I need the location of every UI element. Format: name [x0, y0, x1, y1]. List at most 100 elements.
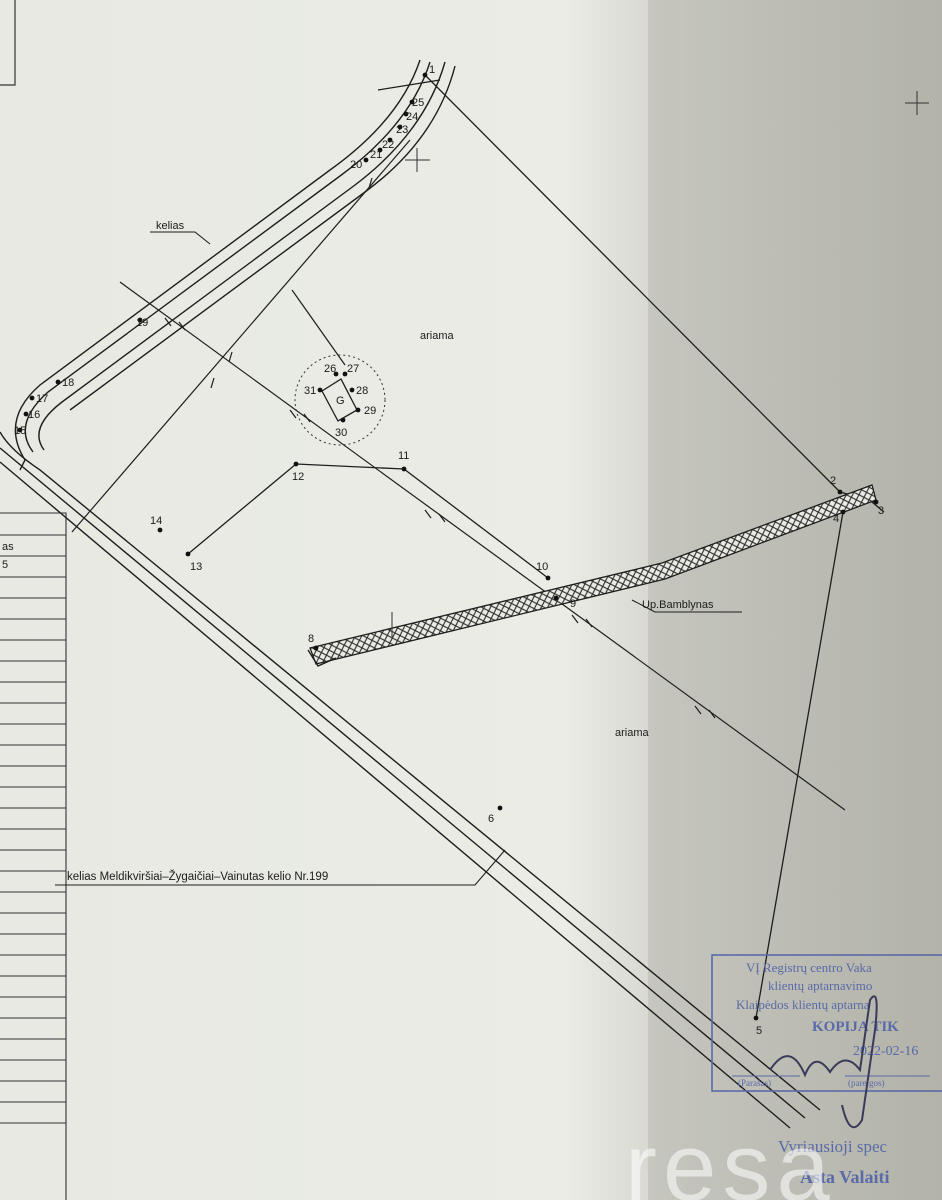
- survey-point-label: 5: [756, 1025, 762, 1037]
- survey-point-marker: [185, 551, 191, 557]
- survey-point-label: 4: [833, 513, 839, 525]
- survey-point-label: 14: [150, 515, 162, 527]
- utility-line: [119, 281, 846, 811]
- inner-boundary: [187, 463, 549, 579]
- survey-point-marker: [363, 157, 369, 163]
- stamp-line-1: VĮ Registrų centro Vaka: [746, 960, 872, 975]
- survey-point-label: 27: [347, 363, 359, 375]
- survey-point-marker: [55, 379, 61, 385]
- label-road-top: kelias: [156, 220, 185, 232]
- survey-point-label: 17: [36, 393, 48, 405]
- survey-point-marker: [409, 99, 415, 105]
- survey-point-label: 31: [304, 385, 316, 397]
- survey-point-marker: [29, 395, 35, 401]
- stamp-caption-right: (pareigos): [848, 1078, 884, 1088]
- survey-point-label: 20: [350, 159, 362, 171]
- building-label: G: [336, 395, 345, 407]
- survey-point-marker: [349, 387, 355, 393]
- survey-point-marker: [397, 124, 403, 130]
- survey-point-label: 1: [429, 64, 435, 76]
- survey-point-label: 28: [356, 385, 368, 397]
- survey-point-marker: [837, 489, 843, 495]
- label-stream: Up.Bamblynas: [642, 599, 714, 611]
- legend-fragment-2: 5: [2, 559, 8, 571]
- survey-point-marker: [342, 371, 348, 377]
- survey-point-label: 15: [14, 425, 26, 437]
- survey-point-marker: [753, 1015, 759, 1021]
- label-field-top: ariama: [420, 330, 455, 342]
- survey-point-label: 29: [364, 405, 376, 417]
- survey-point-marker: [23, 411, 29, 417]
- survey-point-marker: [403, 111, 409, 117]
- frame-line: [0, 0, 16, 86]
- survey-point-marker: [157, 527, 163, 533]
- footer-line-2: Asta Valaiti: [800, 1167, 890, 1187]
- main-road: [0, 431, 821, 1129]
- label-field-bottom: ariama: [615, 727, 650, 739]
- stamp-caption-left: (Parašas): [738, 1078, 771, 1088]
- handwritten-signature: [769, 995, 878, 1129]
- survey-point-label: 2: [830, 475, 836, 487]
- stream-label-leader: [631, 599, 742, 613]
- survey-point-marker: [387, 137, 393, 143]
- survey-point-marker: [545, 575, 551, 581]
- survey-points: 1234568910111213141516171819202122232425…: [14, 64, 884, 1037]
- survey-point-marker: [137, 317, 143, 323]
- upper-road-label-leader: [150, 231, 211, 245]
- upper-road: [14, 59, 456, 471]
- survey-point-marker: [401, 466, 407, 472]
- survey-point-marker: [553, 595, 559, 601]
- footer-line-1: Vyriausioji spec: [778, 1137, 888, 1156]
- survey-point-marker: [17, 427, 23, 433]
- survey-point-marker: [497, 805, 503, 811]
- label-main-road: kelias Meldikviršiai–Žygaičiai–Vainutas …: [67, 870, 328, 883]
- survey-point-marker: [873, 499, 879, 505]
- survey-point-label: 10: [536, 561, 548, 573]
- page-fold-shadow: [648, 0, 942, 1200]
- building-buffer: [294, 354, 386, 446]
- survey-point-marker: [355, 407, 361, 413]
- survey-point-marker: [377, 147, 383, 153]
- survey-point-label: 30: [335, 427, 347, 439]
- survey-point-label: 6: [488, 813, 494, 825]
- registry-stamp: VĮ Registrų centro Vaka klientų aptarnav…: [711, 954, 942, 1092]
- survey-point-marker: [317, 387, 323, 393]
- survey-point-label: 12: [292, 471, 304, 483]
- survey-point-label: 9: [570, 598, 576, 610]
- survey-point-label: 18: [62, 377, 74, 389]
- parcel-boundary: [424, 74, 885, 1019]
- survey-point-marker: [313, 645, 319, 651]
- grid-cross-top: [905, 91, 929, 115]
- survey-point-label: 26: [324, 363, 336, 375]
- survey-point-marker: [333, 371, 339, 377]
- survey-point-label: 11: [398, 450, 409, 462]
- survey-point-marker: [293, 461, 299, 467]
- survey-point-label: 16: [28, 409, 40, 421]
- grid-cross-mid: [405, 148, 430, 172]
- survey-point-marker: [840, 509, 846, 515]
- watermark-logo: resa: [625, 1114, 836, 1200]
- stamp-line-3: Klaipėdos klientų aptarna: [736, 997, 870, 1012]
- survey-point-label: 24: [406, 111, 418, 123]
- legend-table: [0, 512, 67, 1200]
- survey-point-marker: [340, 417, 346, 423]
- stamp-line-4: KOPIJA TIK: [812, 1019, 899, 1035]
- survey-point-label: 25: [412, 97, 424, 109]
- survey-point-marker: [422, 72, 428, 78]
- survey-point-label: 19: [136, 317, 148, 329]
- survey-point-label: 8: [308, 633, 314, 645]
- survey-point-label: 13: [190, 561, 202, 573]
- road-label-leader: [55, 849, 506, 886]
- survey-point-label: 3: [878, 505, 884, 517]
- survey-point-label: 22: [382, 139, 394, 151]
- stamp-date: 2022-02-16: [853, 1044, 918, 1059]
- survey-point-label: 21: [370, 149, 382, 161]
- stream-band: [309, 484, 877, 665]
- boundary-line-long: [71, 79, 441, 533]
- stamp-line-2: klientų aptarnavimo: [768, 978, 872, 993]
- survey-point-label: 23: [396, 124, 408, 136]
- legend-fragment-1: as: [2, 541, 14, 553]
- stream-end: [307, 649, 337, 667]
